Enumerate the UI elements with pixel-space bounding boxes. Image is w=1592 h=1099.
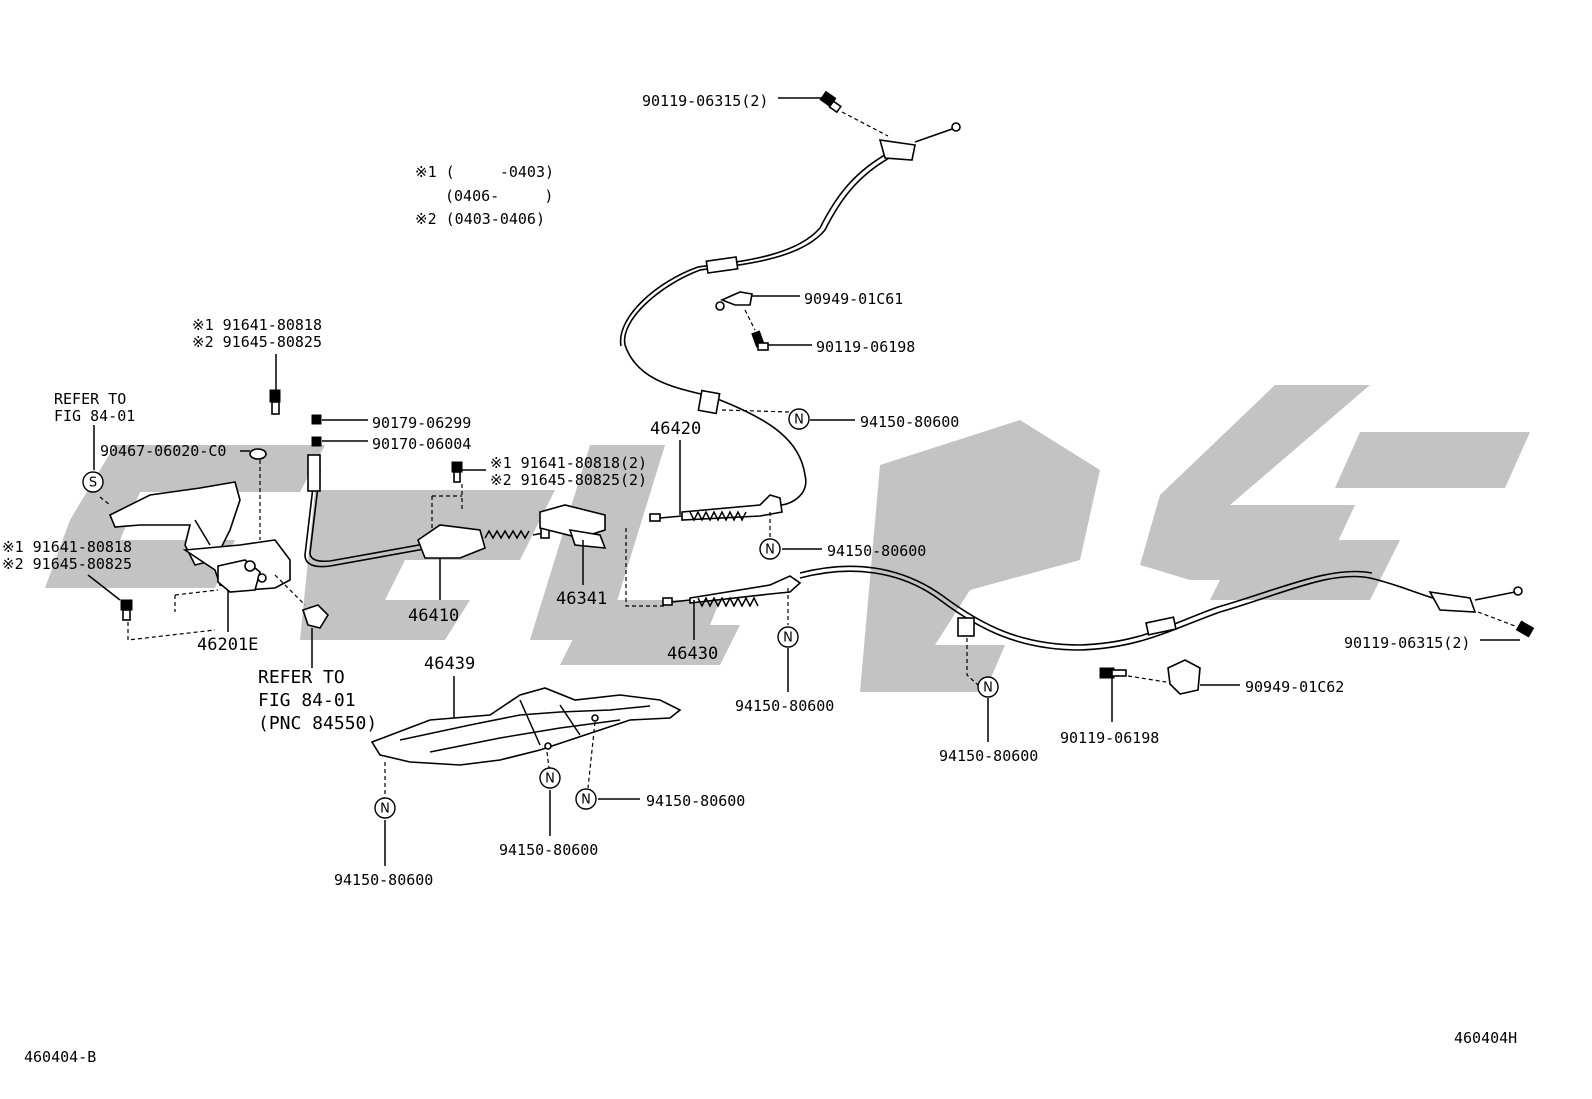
- label-bolt-mid-2: ※2 91645-80825(2): [490, 471, 647, 489]
- label-plug-90467: 90467-06020-C0: [100, 442, 226, 460]
- clip-symbol-1: N: [788, 408, 810, 430]
- part-46201E: 46201E: [197, 635, 258, 655]
- cable-46430: [662, 565, 1523, 651]
- part-46420: 46420: [650, 419, 701, 439]
- svg-text:N: N: [783, 631, 793, 646]
- label-clip-n6: 94150-80600: [499, 841, 598, 859]
- label-bolt-top-left-1: ※1 91641-80818: [192, 316, 322, 334]
- label-bolt-right-cable: 90119-06315(2): [1344, 634, 1470, 652]
- svg-text:S: S: [89, 476, 97, 491]
- clip-symbol-6: N: [539, 767, 561, 789]
- label-nut-90179: 90179-06299: [372, 414, 471, 432]
- leader-lines: [87, 97, 1520, 866]
- label-ref1-line1: REFER TO: [54, 390, 126, 408]
- svg-text:N: N: [794, 413, 804, 428]
- label-clip-n2: 94150-80600: [827, 542, 926, 560]
- watermark-logo: [45, 385, 1530, 692]
- label-bracket-upper: 90949-01C61: [804, 290, 903, 308]
- label-screw-lower: 90119-06198: [1060, 729, 1159, 747]
- svg-text:N: N: [545, 772, 555, 787]
- svg-text:N: N: [765, 543, 775, 558]
- variant-note-1: ※1 ( -0403): [415, 163, 554, 181]
- label-bolt-left-1: ※1 91641-80818: [2, 538, 132, 556]
- clip-symbol-5: N: [374, 797, 396, 819]
- cable-46420: [619, 122, 961, 522]
- svg-text:N: N: [983, 681, 993, 696]
- label-bracket-lower: 90949-01C62: [1245, 678, 1344, 696]
- label-bolt-left-2: ※2 91645-80825: [2, 555, 132, 573]
- svg-text:N: N: [380, 802, 390, 817]
- equalizer-46341: [539, 504, 665, 607]
- variant-note-2: (0406- ): [445, 187, 553, 205]
- part-46341: 46341: [556, 589, 607, 609]
- label-clip-n3: 94150-80600: [735, 697, 834, 715]
- label-bolt-top-cable: 90119-06315(2): [642, 92, 768, 110]
- fastener-graphics: [120, 90, 1535, 795]
- lever-46201E: [99, 481, 291, 593]
- label-ref2-line1: REFER TO: [258, 667, 345, 688]
- symbol-markers: S N N N N N N N: [82, 408, 999, 819]
- cable-46410: [304, 454, 550, 568]
- labels: ※1 ( -0403) (0406- ) ※2 (0403-0406) 9011…: [2, 92, 1517, 1066]
- standard-symbol: S: [82, 471, 104, 493]
- cover-46439: [370, 687, 682, 766]
- label-bolt-mid-1: ※1 91641-80818(2): [490, 454, 647, 472]
- label-bolt-top-left-2: ※2 91645-80825: [192, 333, 322, 351]
- label-clip-n1: 94150-80600: [860, 413, 959, 431]
- svg-text:N: N: [581, 793, 591, 808]
- part-46430: 46430: [667, 644, 718, 664]
- footer-left-code: 460404-B: [24, 1048, 96, 1066]
- label-ref1-line2: FIG 84-01: [54, 407, 135, 425]
- clip-symbol-3: N: [777, 626, 799, 648]
- clip-symbol-4: N: [977, 676, 999, 698]
- label-ref2-line3: (PNC 84550): [258, 713, 377, 734]
- clip-symbol-7: N: [575, 788, 597, 810]
- label-ref2-line2: FIG 84-01: [258, 690, 356, 711]
- part-46410: 46410: [408, 606, 459, 626]
- part-46439: 46439: [424, 654, 475, 674]
- clip-symbol-2: N: [759, 538, 781, 560]
- footer-right-code: 460404H: [1454, 1029, 1517, 1047]
- label-nut-90170: 90170-06004: [372, 435, 471, 453]
- label-screw-upper: 90119-06198: [816, 338, 915, 356]
- label-clip-n7: 94150-80600: [646, 792, 745, 810]
- label-clip-n5: 94150-80600: [334, 871, 433, 889]
- variant-note-3: ※2 (0403-0406): [415, 210, 545, 228]
- label-clip-n4: 94150-80600: [939, 747, 1038, 765]
